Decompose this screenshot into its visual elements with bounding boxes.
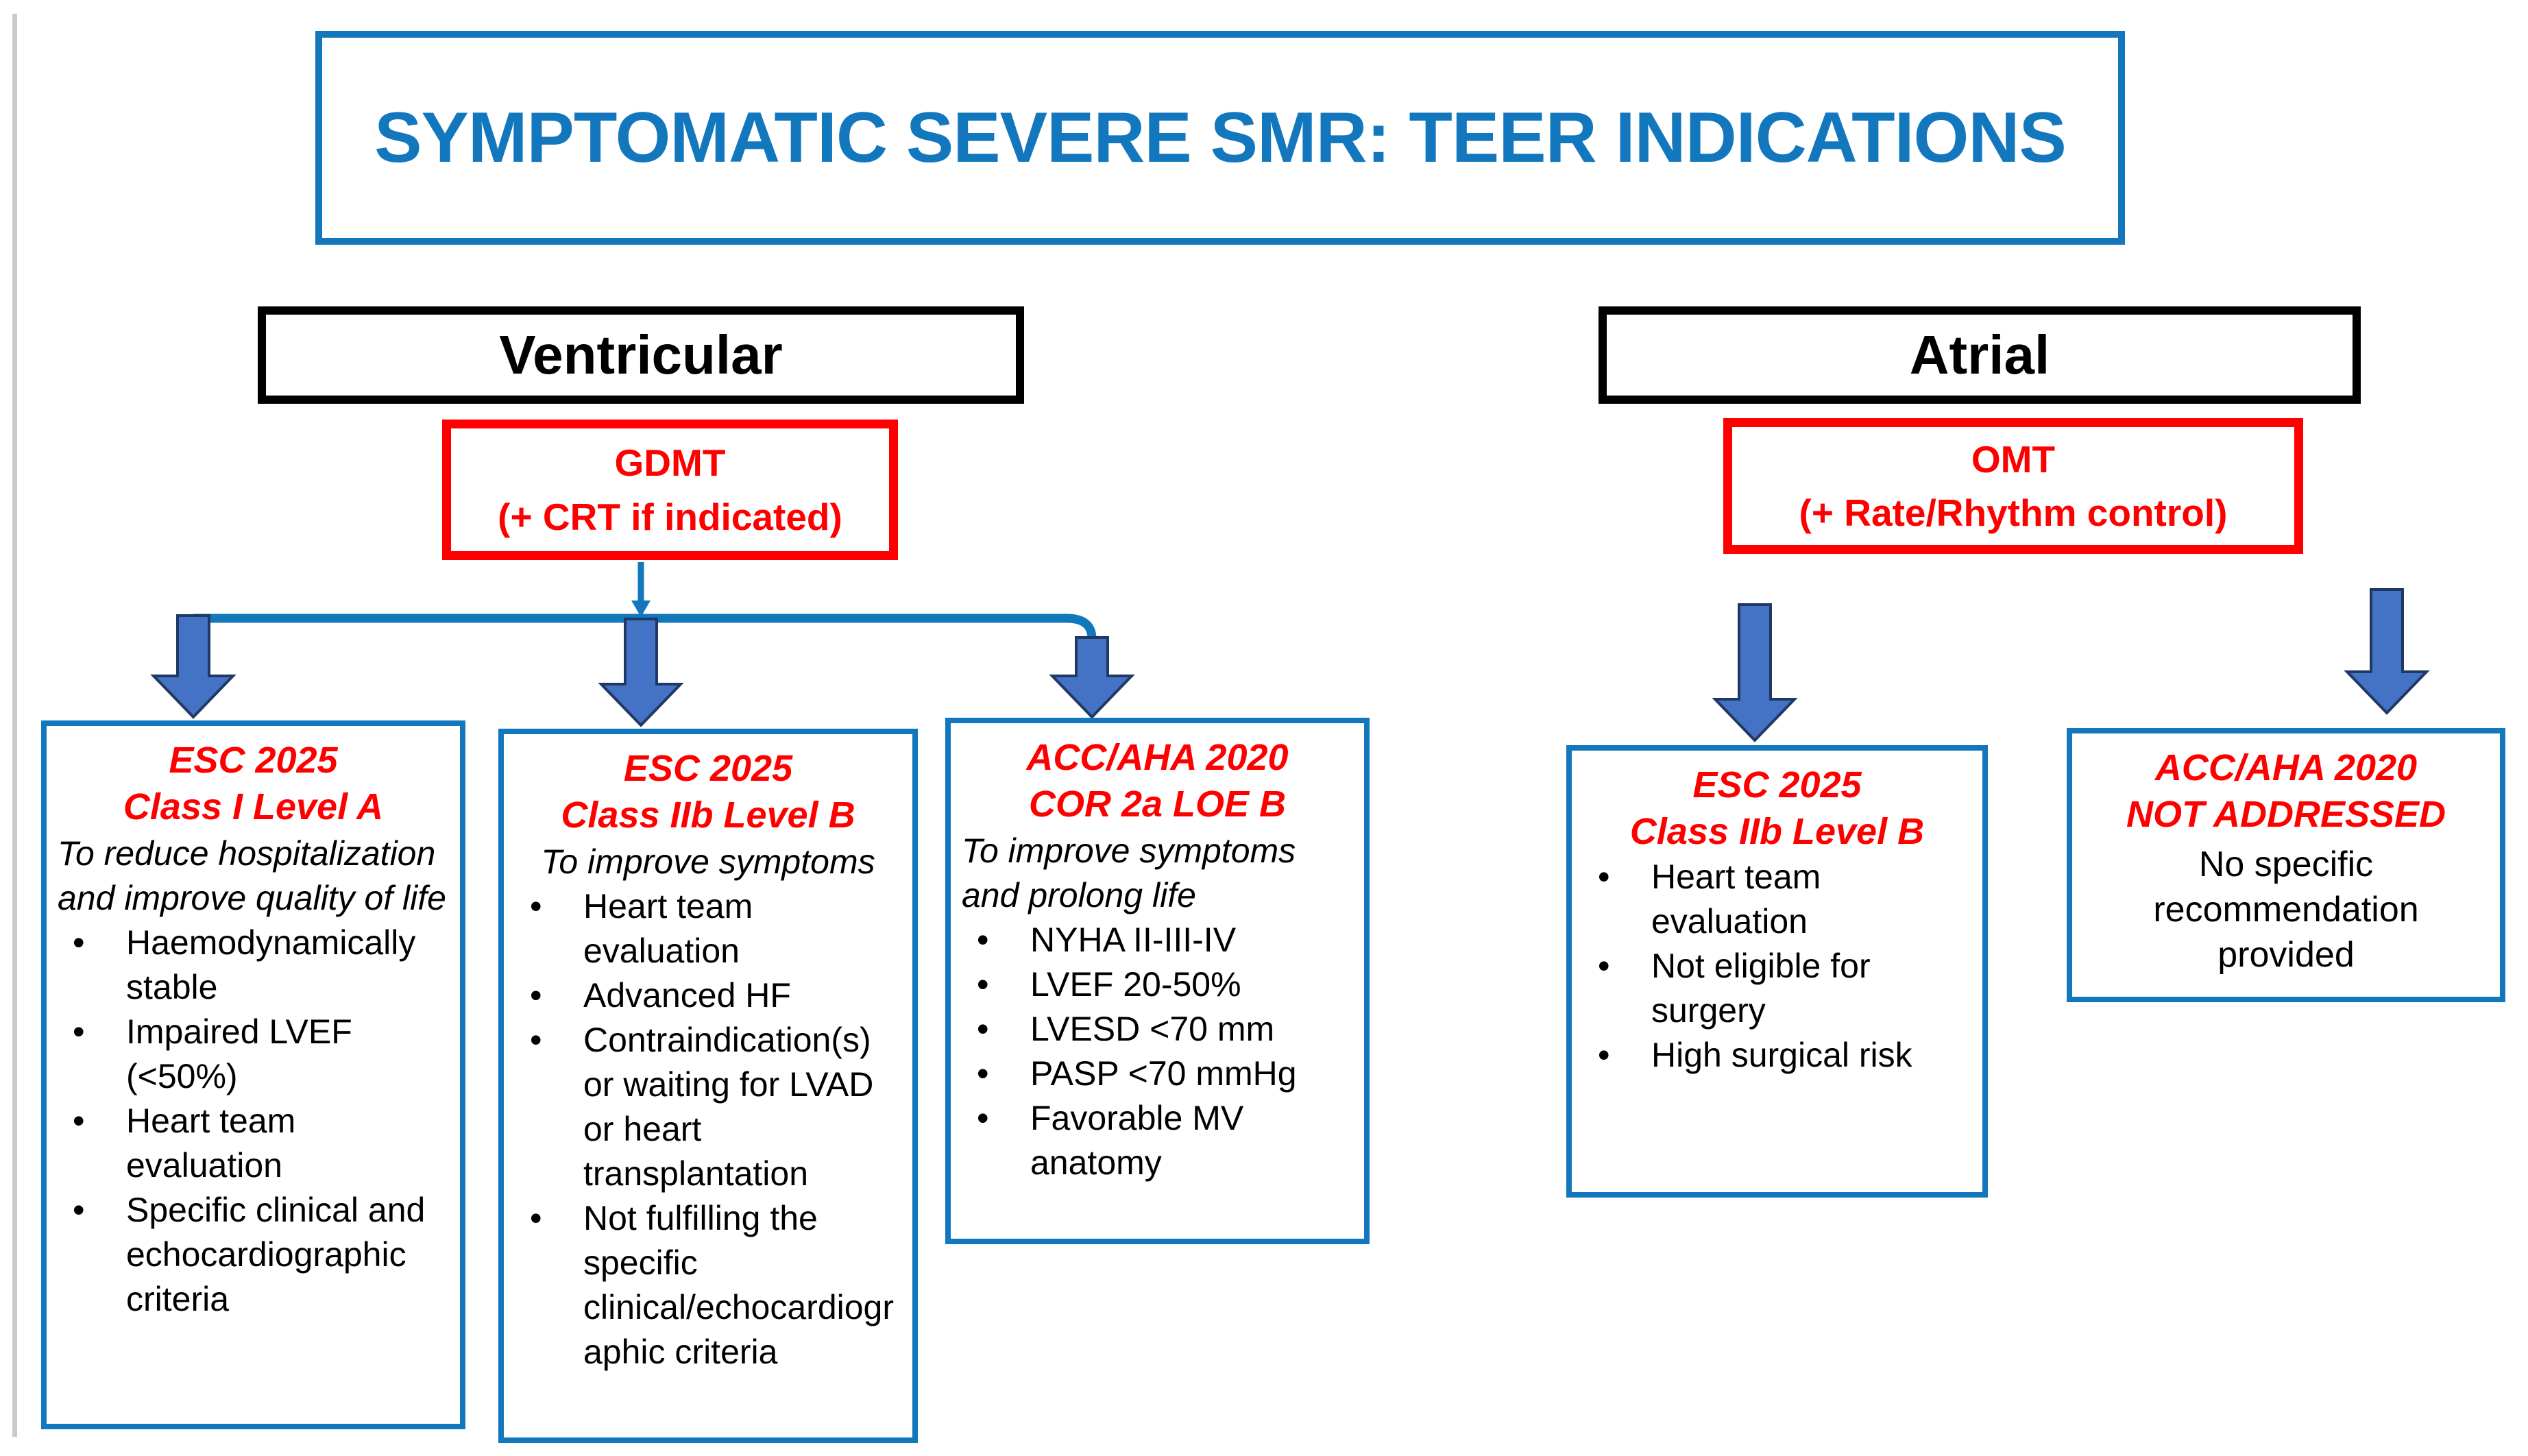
box-title: ACC/AHA 2020 NOT ADDRESSED (2080, 744, 2492, 838)
box-subtitle: To reduce hospitalization and improve qu… (58, 834, 446, 917)
box-title: ESC 2025 Class IIb Level B (512, 745, 904, 838)
criteria-item: Heart team evaluation (512, 884, 904, 973)
omt-line1: OMT (1971, 437, 2056, 481)
gdmt-line1: GDMT (614, 441, 726, 485)
ventricular-label: Ventricular (499, 324, 783, 385)
criteria-item: Specific clinical and echocardiographic … (55, 1188, 452, 1322)
recommendation-class: NOT ADDRESSED (2126, 794, 2446, 835)
ventricular-header-box: Ventricular (258, 306, 1024, 404)
recommendation-class: COR 2a LOE B (1028, 784, 1287, 825)
stem-arrowhead-icon (631, 600, 651, 617)
criteria-item: Heart team evaluation (55, 1099, 452, 1188)
box-subtitle: To improve symptoms (541, 842, 875, 881)
criteria-item: NYHA II-III-IV (959, 918, 1356, 962)
guideline-name: ACC/AHA 2020 (2154, 747, 2418, 788)
criteria-item: Favorable MV anatomy (959, 1096, 1356, 1185)
criteria-item: PASP <70 mmHg (959, 1052, 1356, 1096)
criteria-item: Contraindication(s) or waiting for LVAD … (512, 1018, 904, 1196)
criteria-list: Haemodynamically stable Impaired LVEF (<… (55, 921, 452, 1322)
gdmt-box: GDMT (+ CRT if indicated) (442, 420, 898, 560)
criteria-item: High surgical risk (1580, 1033, 1974, 1078)
criteria-item: Not eligible for surgery (1580, 944, 1974, 1033)
gdmt-line2: (+ CRT if indicated) (498, 495, 842, 538)
criteria-item: Heart team evaluation (1580, 855, 1974, 944)
atrial-header-box: Atrial (1599, 306, 2361, 404)
box-title: ESC 2025 Class IIb Level B (1580, 762, 1974, 855)
distributor-line (193, 614, 1097, 640)
guideline-name: ESC 2025 (623, 748, 793, 789)
page-title: SYMPTOMATIC SEVERE SMR: TEER INDICATIONS (374, 97, 2067, 178)
acc-aha-2020-cor-2a-box: ACC/AHA 2020 COR 2a LOE B To improve sym… (945, 718, 1370, 1244)
guideline-name: ACC/AHA 2020 (1026, 737, 1289, 778)
criteria-item: Advanced HF (512, 973, 904, 1018)
box-title: ESC 2025 Class I Level A (55, 737, 452, 830)
box-subtitle: To improve symptoms and prolong life (962, 832, 1296, 914)
acc-aha-2020-not-addressed-box: ACC/AHA 2020 NOT ADDRESSED No specific r… (2067, 728, 2505, 1002)
box-title: ACC/AHA 2020 COR 2a LOE B (959, 734, 1356, 827)
no-recommendation-note: No specific recommendation provided (2153, 845, 2419, 975)
criteria-list: Heart team evaluation Not eligible for s… (1580, 855, 1974, 1078)
down-arrow-icon (2344, 588, 2430, 715)
title-box: SYMPTOMATIC SEVERE SMR: TEER INDICATIONS (315, 31, 2125, 245)
omt-line2: (+ Rate/Rhythm control) (1799, 492, 2228, 534)
criteria-list: Heart team evaluation Advanced HF Contra… (512, 884, 904, 1374)
left-edge-rule (12, 14, 17, 1437)
guideline-name: ESC 2025 (1692, 764, 1862, 805)
esc-2025-class-iib-atrial-box: ESC 2025 Class IIb Level B Heart team ev… (1566, 745, 1988, 1198)
criteria-item: Haemodynamically stable (55, 921, 452, 1010)
esc-2025-class-iib-ventricular-box: ESC 2025 Class IIb Level B To improve sy… (498, 729, 918, 1443)
recommendation-class: Class I Level A (123, 786, 384, 827)
recommendation-class: Class IIb Level B (561, 794, 855, 836)
down-arrow-icon (150, 614, 236, 719)
atrial-label: Atrial (1909, 324, 2050, 385)
down-arrow-icon (598, 618, 684, 727)
criteria-list: NYHA II-III-IV LVEF 20-50% LVESD <70 mm … (959, 918, 1356, 1185)
criteria-item: LVESD <70 mm (959, 1007, 1356, 1052)
criteria-item: Not fulfilling the specific clinical/ech… (512, 1196, 904, 1374)
criteria-item: Impaired LVEF (<50%) (55, 1010, 452, 1099)
esc-2025-class-i-box: ESC 2025 Class I Level A To reduce hospi… (41, 720, 465, 1429)
down-arrow-icon (1049, 636, 1135, 719)
criteria-item: LVEF 20-50% (959, 962, 1356, 1007)
guideline-name: ESC 2025 (169, 740, 338, 781)
omt-box: OMT (+ Rate/Rhythm control) (1723, 418, 2303, 554)
down-arrow-icon (1712, 603, 1798, 742)
recommendation-class: Class IIb Level B (1629, 811, 1925, 852)
